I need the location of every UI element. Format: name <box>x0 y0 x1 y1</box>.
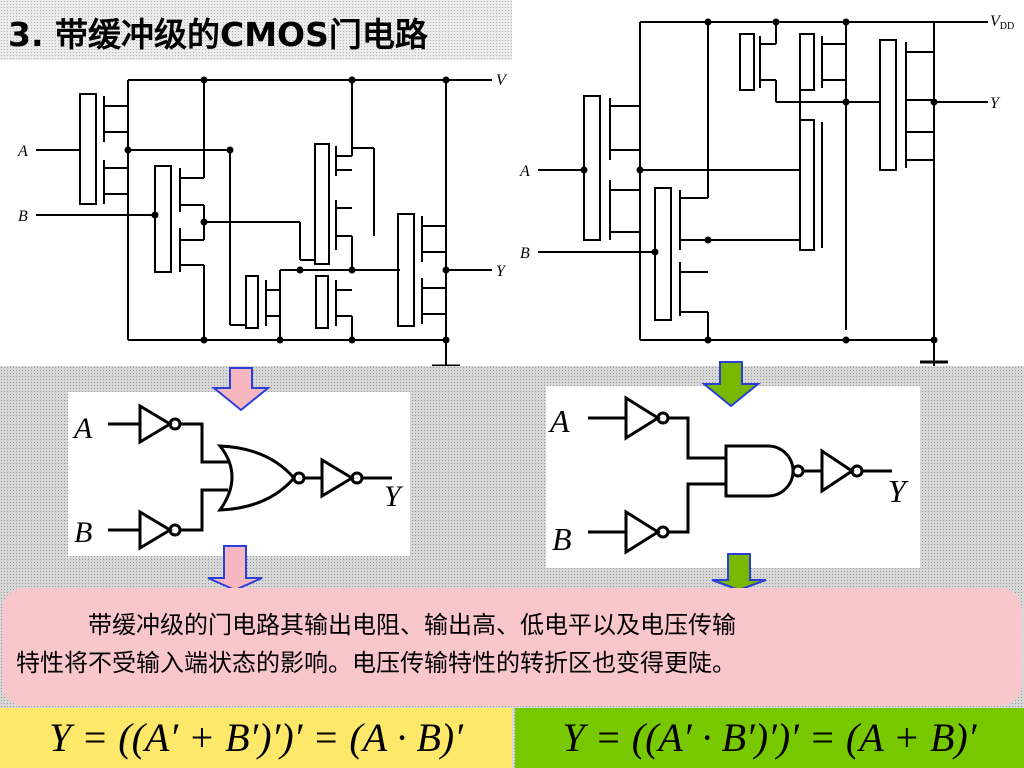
logic-right-diagram: A B Y <box>548 395 909 557</box>
logic-right-label-y: Y <box>888 473 909 509</box>
note-line-1: 带缓冲级的门电路其输出电阻、输出高、低电平以及电压传输 <box>88 611 736 639</box>
circuit-right-label-a: A <box>519 163 530 180</box>
formula-left: Y = ((A′ + B′)′)′ = (A · B)′ <box>0 708 512 768</box>
formula-right: Y = ((A′ · B′)′)′ = (A + B)′ <box>515 708 1024 768</box>
logic-left-diagram: A B Y <box>72 403 404 551</box>
logic-right-panel: A B Y <box>546 386 920 568</box>
logic-left-label-a: A <box>72 412 93 445</box>
circuit-left-schematic: A B V Y <box>17 72 508 368</box>
logic-right-label-a: A <box>548 403 570 439</box>
circuit-right-panel: A B VDD Y <box>512 0 1024 366</box>
note-line-2: 特性将不受输入端状态的影响。电压传输特性的转折区也变得更陡。 <box>16 649 736 677</box>
arrow-icon-right-bottom <box>711 553 767 590</box>
circuit-left-label-v: V <box>496 72 508 89</box>
page-title: 3. 带缓冲级的CMOS门电路 <box>8 15 428 54</box>
circuit-left-label-a: A <box>17 143 28 160</box>
arrow-icon-left-top <box>211 367 271 412</box>
arrow-icon-right-top <box>701 361 761 408</box>
logic-right-label-b: B <box>552 521 572 557</box>
logic-left-label-y: Y <box>384 480 404 513</box>
logic-left-panel: A B Y <box>68 392 410 556</box>
note-box: 带缓冲级的门电路其输出电阻、输出高、低电平以及电压传输 特性将不受输入端状态的影… <box>2 588 1022 706</box>
circuit-right-schematic: A B VDD Y <box>519 13 1014 366</box>
circuit-right-label-v-main: V <box>990 13 1002 30</box>
circuit-right-label-y: Y <box>990 95 1001 112</box>
logic-left-label-b: B <box>74 516 92 549</box>
circuit-right-label-b: B <box>520 245 530 262</box>
circuit-left-label-b: B <box>18 208 28 225</box>
circuit-left-label-y: Y <box>496 263 507 280</box>
circuit-right-label-v-sub: DD <box>1000 21 1014 32</box>
circuit-left-panel: A B V Y <box>0 60 512 368</box>
arrow-icon-left-bottom <box>207 545 263 590</box>
circuit-right-label-v: VDD <box>990 13 1014 32</box>
title-box: 3. 带缓冲级的CMOS门电路 <box>0 0 512 60</box>
